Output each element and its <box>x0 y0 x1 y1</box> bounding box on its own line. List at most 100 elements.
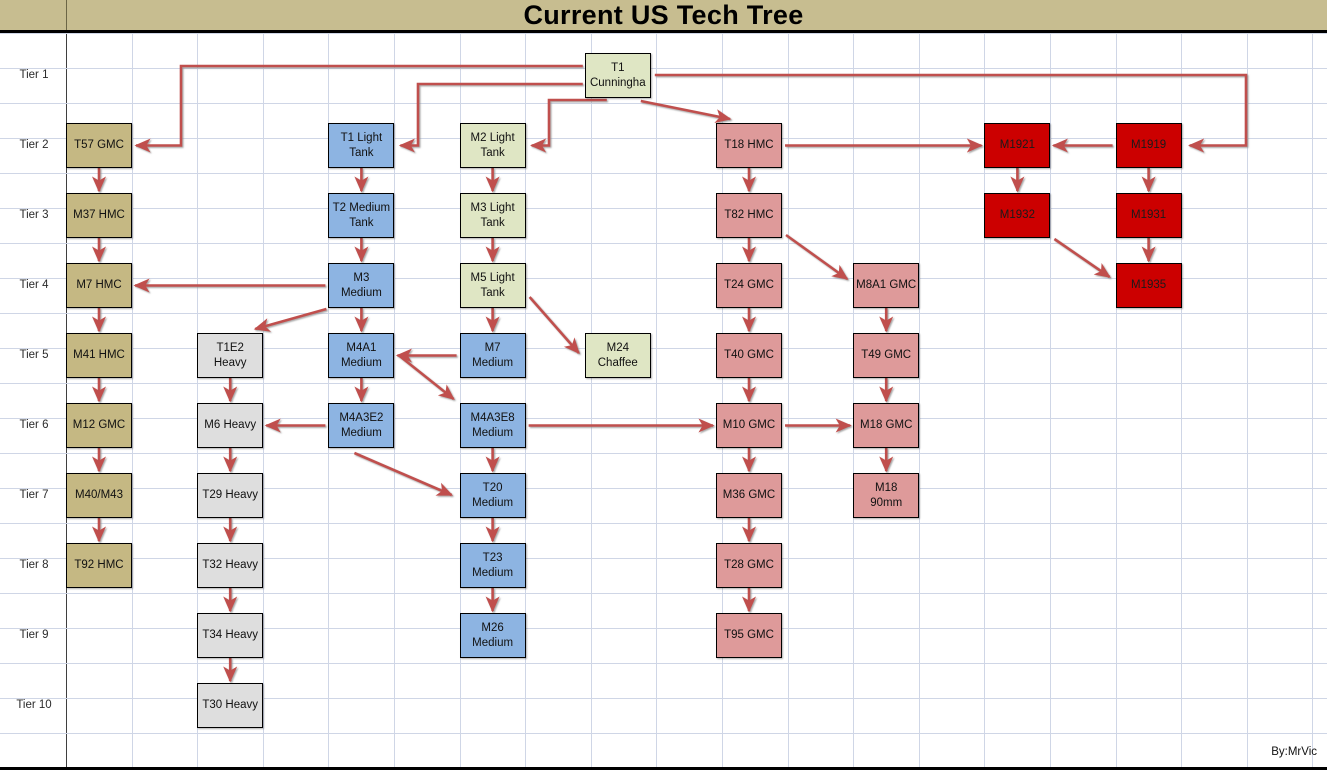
tier-label-3: Tier 3 <box>19 209 49 221</box>
tech-node-m8a1gmc[interactable]: M8A1 GMC <box>853 263 920 308</box>
tech-node-m1921[interactable]: M1921 <box>984 123 1051 168</box>
tech-node-m40m43[interactable]: M40/M43 <box>66 473 132 518</box>
tech-node-label-line1: M4A3E8 <box>470 412 515 425</box>
tech-node-label-line2: Cunningha <box>589 76 646 89</box>
tech-node-t24gmc[interactable]: T24 GMC <box>716 263 782 308</box>
title-bar: Current US Tech Tree <box>0 0 1327 33</box>
tech-node-m12gmc[interactable]: M12 GMC <box>66 403 132 448</box>
tech-node-label-line1: T29 Heavy <box>202 489 258 502</box>
tech-node-t82hmc[interactable]: T82 HMC <box>716 193 782 238</box>
edge-m3-t1e2 <box>253 307 327 332</box>
tech-node-t92hmc[interactable]: T92 HMC <box>66 543 132 588</box>
tier-label-10: Tier 10 <box>16 699 52 711</box>
tier-label-4: Tier 4 <box>19 279 49 291</box>
grid-line-vertical <box>1115 33 1117 767</box>
tech-node-m1931[interactable]: M1931 <box>1115 193 1182 238</box>
tech-node-m7hmc[interactable]: M7 HMC <box>66 263 132 308</box>
grid-line-vertical <box>984 33 986 767</box>
tier-label-1: Tier 1 <box>19 69 49 81</box>
tech-node-label-line1: M10 GMC <box>722 419 776 432</box>
tech-node-label-line1: M3 <box>353 272 370 285</box>
grid-line-horizontal <box>0 68 1327 69</box>
tech-node-m1919[interactable]: M1919 <box>1115 123 1182 168</box>
tech-node-label-line2: Medium <box>472 426 514 439</box>
tech-node-label-line2: Heavy <box>213 356 247 369</box>
grid-line-vertical <box>918 33 920 767</box>
tech-node-label-line1: T57 GMC <box>74 139 124 152</box>
tech-node-label-line2: Chaffee <box>597 356 638 369</box>
grid-line-vertical <box>853 33 855 767</box>
tier-label-7: Tier 7 <box>19 489 49 501</box>
tech-node-label-line2: Medium <box>472 636 514 649</box>
grid-line-vertical <box>590 33 592 767</box>
tech-node-m1932[interactable]: M1932 <box>984 193 1051 238</box>
tech-node-m6heavy[interactable]: M6 Heavy <box>197 403 264 448</box>
tech-node-m18gmc[interactable]: M18 GMC <box>853 403 920 448</box>
tech-node-t18hmc[interactable]: T18 HMC <box>716 123 782 168</box>
edge-t82-m8a1 <box>785 233 849 281</box>
tech-node-label-line1: T82 HMC <box>724 209 774 222</box>
tech-node-label-line1: T34 Heavy <box>202 629 258 642</box>
grid-line-vertical <box>131 33 133 767</box>
tech-node-t49gmc[interactable]: T49 GMC <box>853 333 920 378</box>
tech-node-label-line1: T24 GMC <box>724 279 774 292</box>
tech-node-label-line1: M3 Light <box>470 202 515 215</box>
tech-node-label-line1: M1921 <box>999 139 1035 152</box>
tech-node-t28gmc[interactable]: T28 GMC <box>716 543 782 588</box>
tech-node-label-line1: M7 HMC <box>76 279 122 292</box>
grid-line-vertical <box>1312 33 1314 767</box>
tech-node-label-line1: T18 HMC <box>724 139 774 152</box>
tech-node-label-line2: Tank <box>480 216 505 229</box>
grid-line-horizontal <box>0 243 1327 244</box>
tech-node-m41hmc[interactable]: M41 HMC <box>66 333 132 378</box>
tech-node-label-line1: T32 Heavy <box>202 559 258 572</box>
page-title-text: Current US Tech Tree <box>521 0 806 32</box>
grid-line-vertical <box>1181 33 1183 767</box>
grid-line-horizontal <box>0 278 1327 279</box>
grid-line-horizontal <box>0 663 1327 664</box>
tech-node-t57gmc[interactable]: T57 GMC <box>66 123 132 168</box>
tech-node-m36gmc[interactable]: M36 GMC <box>716 473 782 518</box>
tech-node-t32heavy[interactable]: T32 Heavy <box>197 543 264 588</box>
grid-line-horizontal <box>0 488 1327 489</box>
tech-node-t40gmc[interactable]: T40 GMC <box>716 333 782 378</box>
tech-node-label-line2: Medium <box>472 496 514 509</box>
tech-node-label-line1: M40/M43 <box>75 489 123 502</box>
tech-node-label-line1: T40 GMC <box>724 349 774 362</box>
grid-line-vertical <box>394 33 395 767</box>
tech-node-m37hmc[interactable]: M37 HMC <box>66 193 132 238</box>
tech-node-label-line1: M5 Light <box>470 272 515 285</box>
tech-node-label-line1: M1919 <box>1131 139 1167 152</box>
tech-node-t29heavy[interactable]: T29 Heavy <box>197 473 264 518</box>
tech-node-t30heavy[interactable]: T30 Heavy <box>197 683 264 728</box>
tech-node-label-line1: T1 Light <box>340 132 383 145</box>
header-divider <box>66 0 67 30</box>
grid-line-horizontal <box>0 208 1327 209</box>
tech-node-m10gmc[interactable]: M10 GMC <box>716 403 782 448</box>
tech-node-t34heavy[interactable]: T34 Heavy <box>197 613 264 658</box>
tech-node-label-line1: T1E2 <box>216 342 244 355</box>
grid-line-vertical <box>1050 33 1051 767</box>
tech-node-label-line1: M24 <box>606 342 629 355</box>
edge-m5-m24 <box>528 296 580 355</box>
tech-node-t95gmc[interactable]: T95 GMC <box>716 613 782 658</box>
tech-node-m1935[interactable]: M1935 <box>1115 263 1182 308</box>
tech-node-label-line2: Tank <box>480 286 505 299</box>
